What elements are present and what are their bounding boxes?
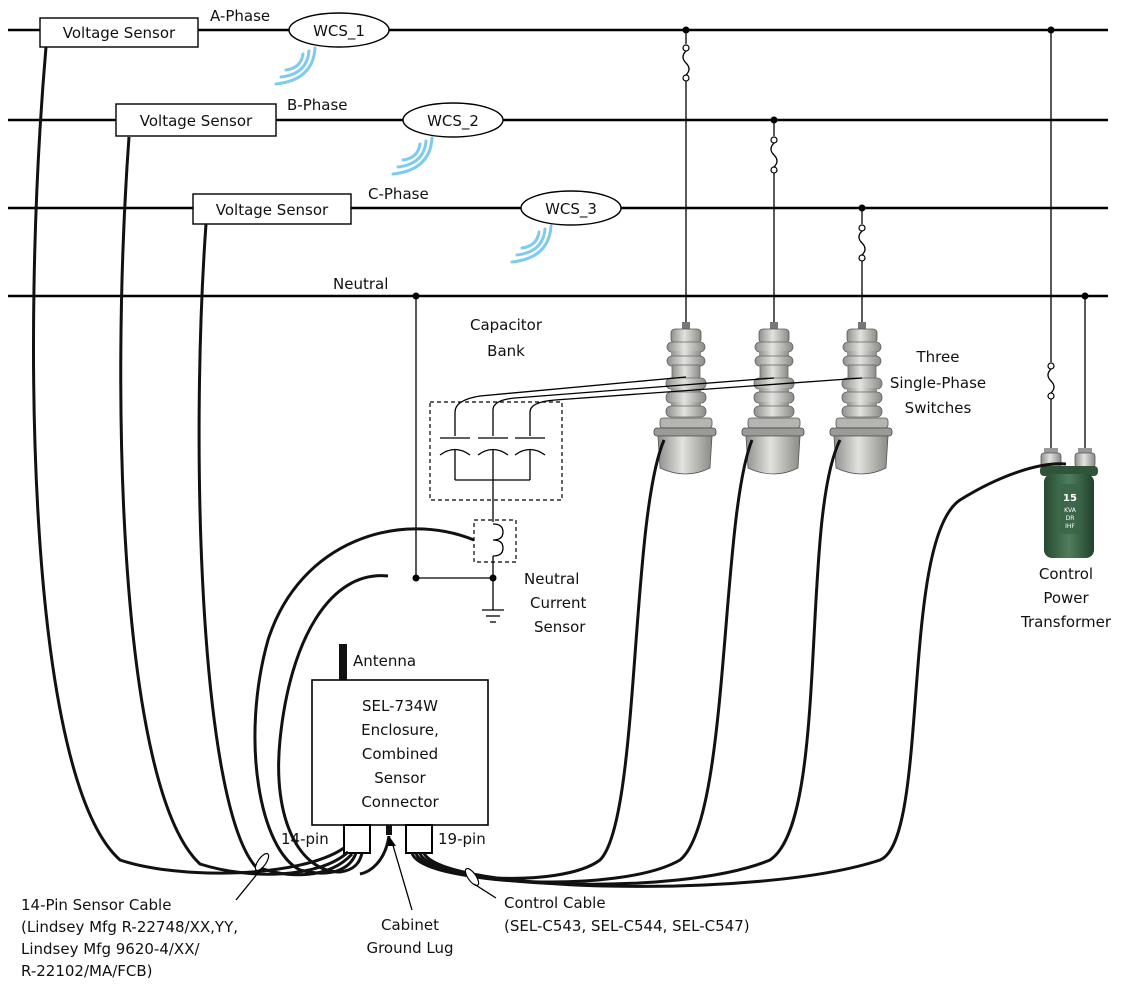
ground-lug-pointer	[388, 836, 413, 911]
control-cable-bundle	[410, 439, 1067, 888]
antenna-label: Antenna	[353, 652, 416, 670]
enclosure-label-line-1: SEL-734W	[362, 697, 438, 715]
ground-lug-label-line-2: Ground Lug	[366, 939, 453, 957]
neutral-sensor-label-line-1: Neutral	[524, 570, 579, 588]
wcs-1: WCS_1	[288, 12, 390, 48]
control-power-transformer: 15 KVA DR IHF	[1040, 448, 1098, 558]
wireless-signal-icon	[274, 46, 317, 86]
svg-text:Voltage Sensor: Voltage Sensor	[140, 112, 253, 130]
voltage-sensor-b: Voltage Sensor	[115, 103, 277, 137]
neutral-sensor-label-line-2: Current	[530, 594, 586, 612]
enclosure-label-line-2: Enclosure,	[361, 721, 439, 739]
antenna-icon	[339, 644, 347, 680]
enclosure-label-line-5: Connector	[361, 793, 439, 811]
switch-tap-a	[682, 26, 690, 322]
pin14-label: 14-pin	[281, 830, 329, 848]
switches-label-line-2: Single-Phase	[890, 374, 986, 392]
svg-text:WCS_1: WCS_1	[313, 22, 365, 41]
connector-14-pin	[343, 824, 371, 854]
switch-tap-b	[770, 116, 778, 322]
control-cable-label-line-2: (SEL-C543, SEL-C544, SEL-C547)	[504, 917, 750, 935]
voltage-sensor-a: Voltage Sensor	[39, 17, 199, 48]
transformer-label-line-1: Control	[1039, 565, 1093, 583]
sensor-cable-label-line-2: (Lindsey Mfg R-22748/XX,YY,	[21, 918, 238, 936]
capacitor-bank-label-line-1: Capacitor	[470, 316, 543, 334]
switches-label-line-3: Switches	[905, 399, 972, 417]
svg-text:DR: DR	[1066, 515, 1075, 522]
phase-b-label: B-Phase	[287, 96, 348, 114]
neutral-label: Neutral	[333, 275, 388, 293]
enclosure-label-line-4: Sensor	[374, 769, 426, 787]
svg-text:15: 15	[1063, 493, 1077, 504]
ground-icon	[482, 609, 504, 623]
voltage-sensor-c: Voltage Sensor	[192, 193, 352, 225]
capacitor-bank-label-line-2: Bank	[487, 342, 525, 360]
control-cable-label-line-1: Control Cable	[504, 894, 606, 912]
svg-text:Voltage Sensor: Voltage Sensor	[216, 201, 329, 219]
pin19-label: 19-pin	[438, 830, 486, 848]
single-phase-switch	[653, 322, 717, 475]
wireless-signal-icon	[510, 224, 553, 264]
phase-a-label: A-Phase	[210, 7, 270, 25]
svg-text:WCS_3: WCS_3	[545, 200, 597, 219]
sensor-cable-label-line-4: R-22102/MA/FCB)	[21, 962, 153, 980]
transformer-label-line-2: Power	[1043, 589, 1089, 607]
sensor-cable-bundle	[32, 46, 475, 877]
svg-text:KVA: KVA	[1064, 507, 1077, 514]
svg-text:IHF: IHF	[1065, 523, 1075, 530]
neutral-bond-wiring	[412, 292, 497, 610]
cable-marker	[235, 852, 270, 901]
connector-19-pin	[405, 824, 433, 854]
ground-lug-label-line-1: Cabinet	[381, 916, 439, 934]
svg-text:WCS_2: WCS_2	[427, 112, 479, 131]
transformer-tap-neutral	[1081, 292, 1089, 455]
wireless-signal-icon	[391, 136, 434, 176]
enclosure-label-line-3: Combined	[362, 745, 438, 763]
capacitor-bank	[429, 376, 863, 522]
transformer-tap-primary	[1047, 26, 1055, 455]
wcs-3: WCS_3	[520, 190, 622, 226]
sensor-cable-label-line-1: 14-Pin Sensor Cable	[21, 896, 171, 914]
sensor-cable-label-line-3: Lindsey Mfg 9620-4/XX/	[21, 940, 200, 958]
neutral-current-sensor	[473, 519, 517, 578]
cabinet-ground-lug	[386, 825, 392, 835]
cable-marker	[464, 867, 497, 899]
sel-734w-enclosure	[311, 679, 489, 826]
switch-tap-c	[858, 204, 866, 322]
neutral-sensor-label-line-3: Sensor	[534, 618, 586, 636]
svg-text:Voltage Sensor: Voltage Sensor	[63, 24, 176, 42]
switches-label-line-1: Three	[916, 348, 960, 366]
wcs-2: WCS_2	[402, 102, 504, 138]
transformer-label-line-3: Transformer	[1020, 613, 1112, 631]
phase-c-label: C-Phase	[368, 185, 429, 203]
